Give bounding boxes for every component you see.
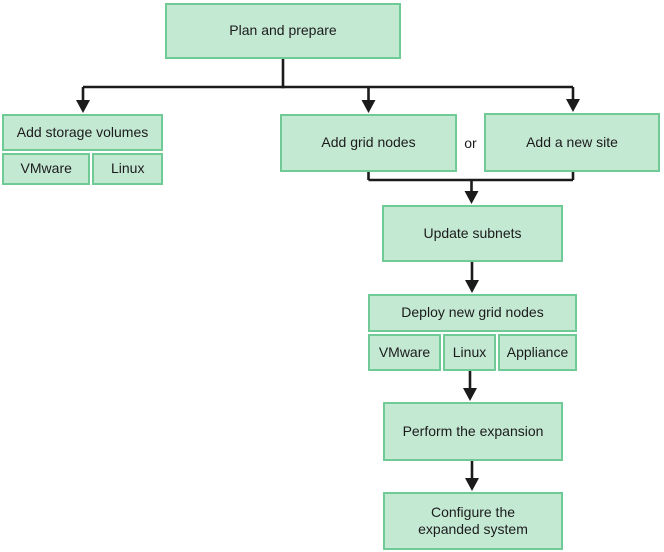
node-label: Deploy new grid nodes <box>401 304 544 321</box>
arrowhead-storage <box>76 100 90 113</box>
node-label: Perform the expansion <box>402 422 544 439</box>
arrowhead-new-site <box>566 99 580 112</box>
arrowhead-deploy <box>465 280 479 293</box>
arrowhead-configure <box>465 478 479 491</box>
node-add-a-new-site: Add a new site <box>484 113 660 172</box>
option-deploy-vmware: VMware <box>368 334 441 371</box>
option-storage-linux: Linux <box>92 153 164 185</box>
node-label-line-1: Configure the <box>430 503 516 520</box>
option-label: Linux <box>111 160 145 177</box>
node-deploy-new-grid-nodes-options: VMware Linux Appliance <box>368 334 577 371</box>
option-storage-vmware: VMware <box>2 153 91 185</box>
node-label: Add grid nodes <box>321 134 416 151</box>
option-deploy-appliance: Appliance <box>498 334 577 371</box>
node-label: Update subnets <box>423 224 522 241</box>
arrowhead-grid-nodes <box>361 100 376 113</box>
node-deploy-new-grid-nodes: Deploy new grid nodes VMware Linux Appli… <box>368 294 577 371</box>
node-configure-expanded-system: Configure the expanded system <box>383 492 563 550</box>
arrowhead-perform <box>463 388 477 401</box>
node-label: Add a new site <box>526 133 618 150</box>
option-label: VMware <box>378 343 431 360</box>
arrowhead-subnets <box>464 191 479 204</box>
node-add-storage-volumes: Add storage volumes VMware Linux <box>2 114 164 185</box>
node-add-storage-volumes-header: Add storage volumes <box>2 114 163 151</box>
node-label: Plan and prepare <box>229 22 337 39</box>
node-plan-and-prepare: Plan and prepare <box>165 3 401 59</box>
node-update-subnets: Update subnets <box>382 205 563 262</box>
option-deploy-linux: Linux <box>443 334 496 371</box>
node-label: Add storage volumes <box>16 123 149 140</box>
node-label-line-2: expanded system <box>418 521 528 537</box>
option-label: Appliance <box>506 343 569 360</box>
node-deploy-new-grid-nodes-header: Deploy new grid nodes <box>368 294 577 332</box>
or-label: or <box>464 135 477 151</box>
option-label: VMware <box>20 160 72 177</box>
node-add-storage-volumes-options: VMware Linux <box>2 153 164 185</box>
node-perform-the-expansion: Perform the expansion <box>383 402 563 461</box>
node-add-grid-nodes: Add grid nodes <box>280 114 457 172</box>
option-label: Linux <box>452 343 487 360</box>
